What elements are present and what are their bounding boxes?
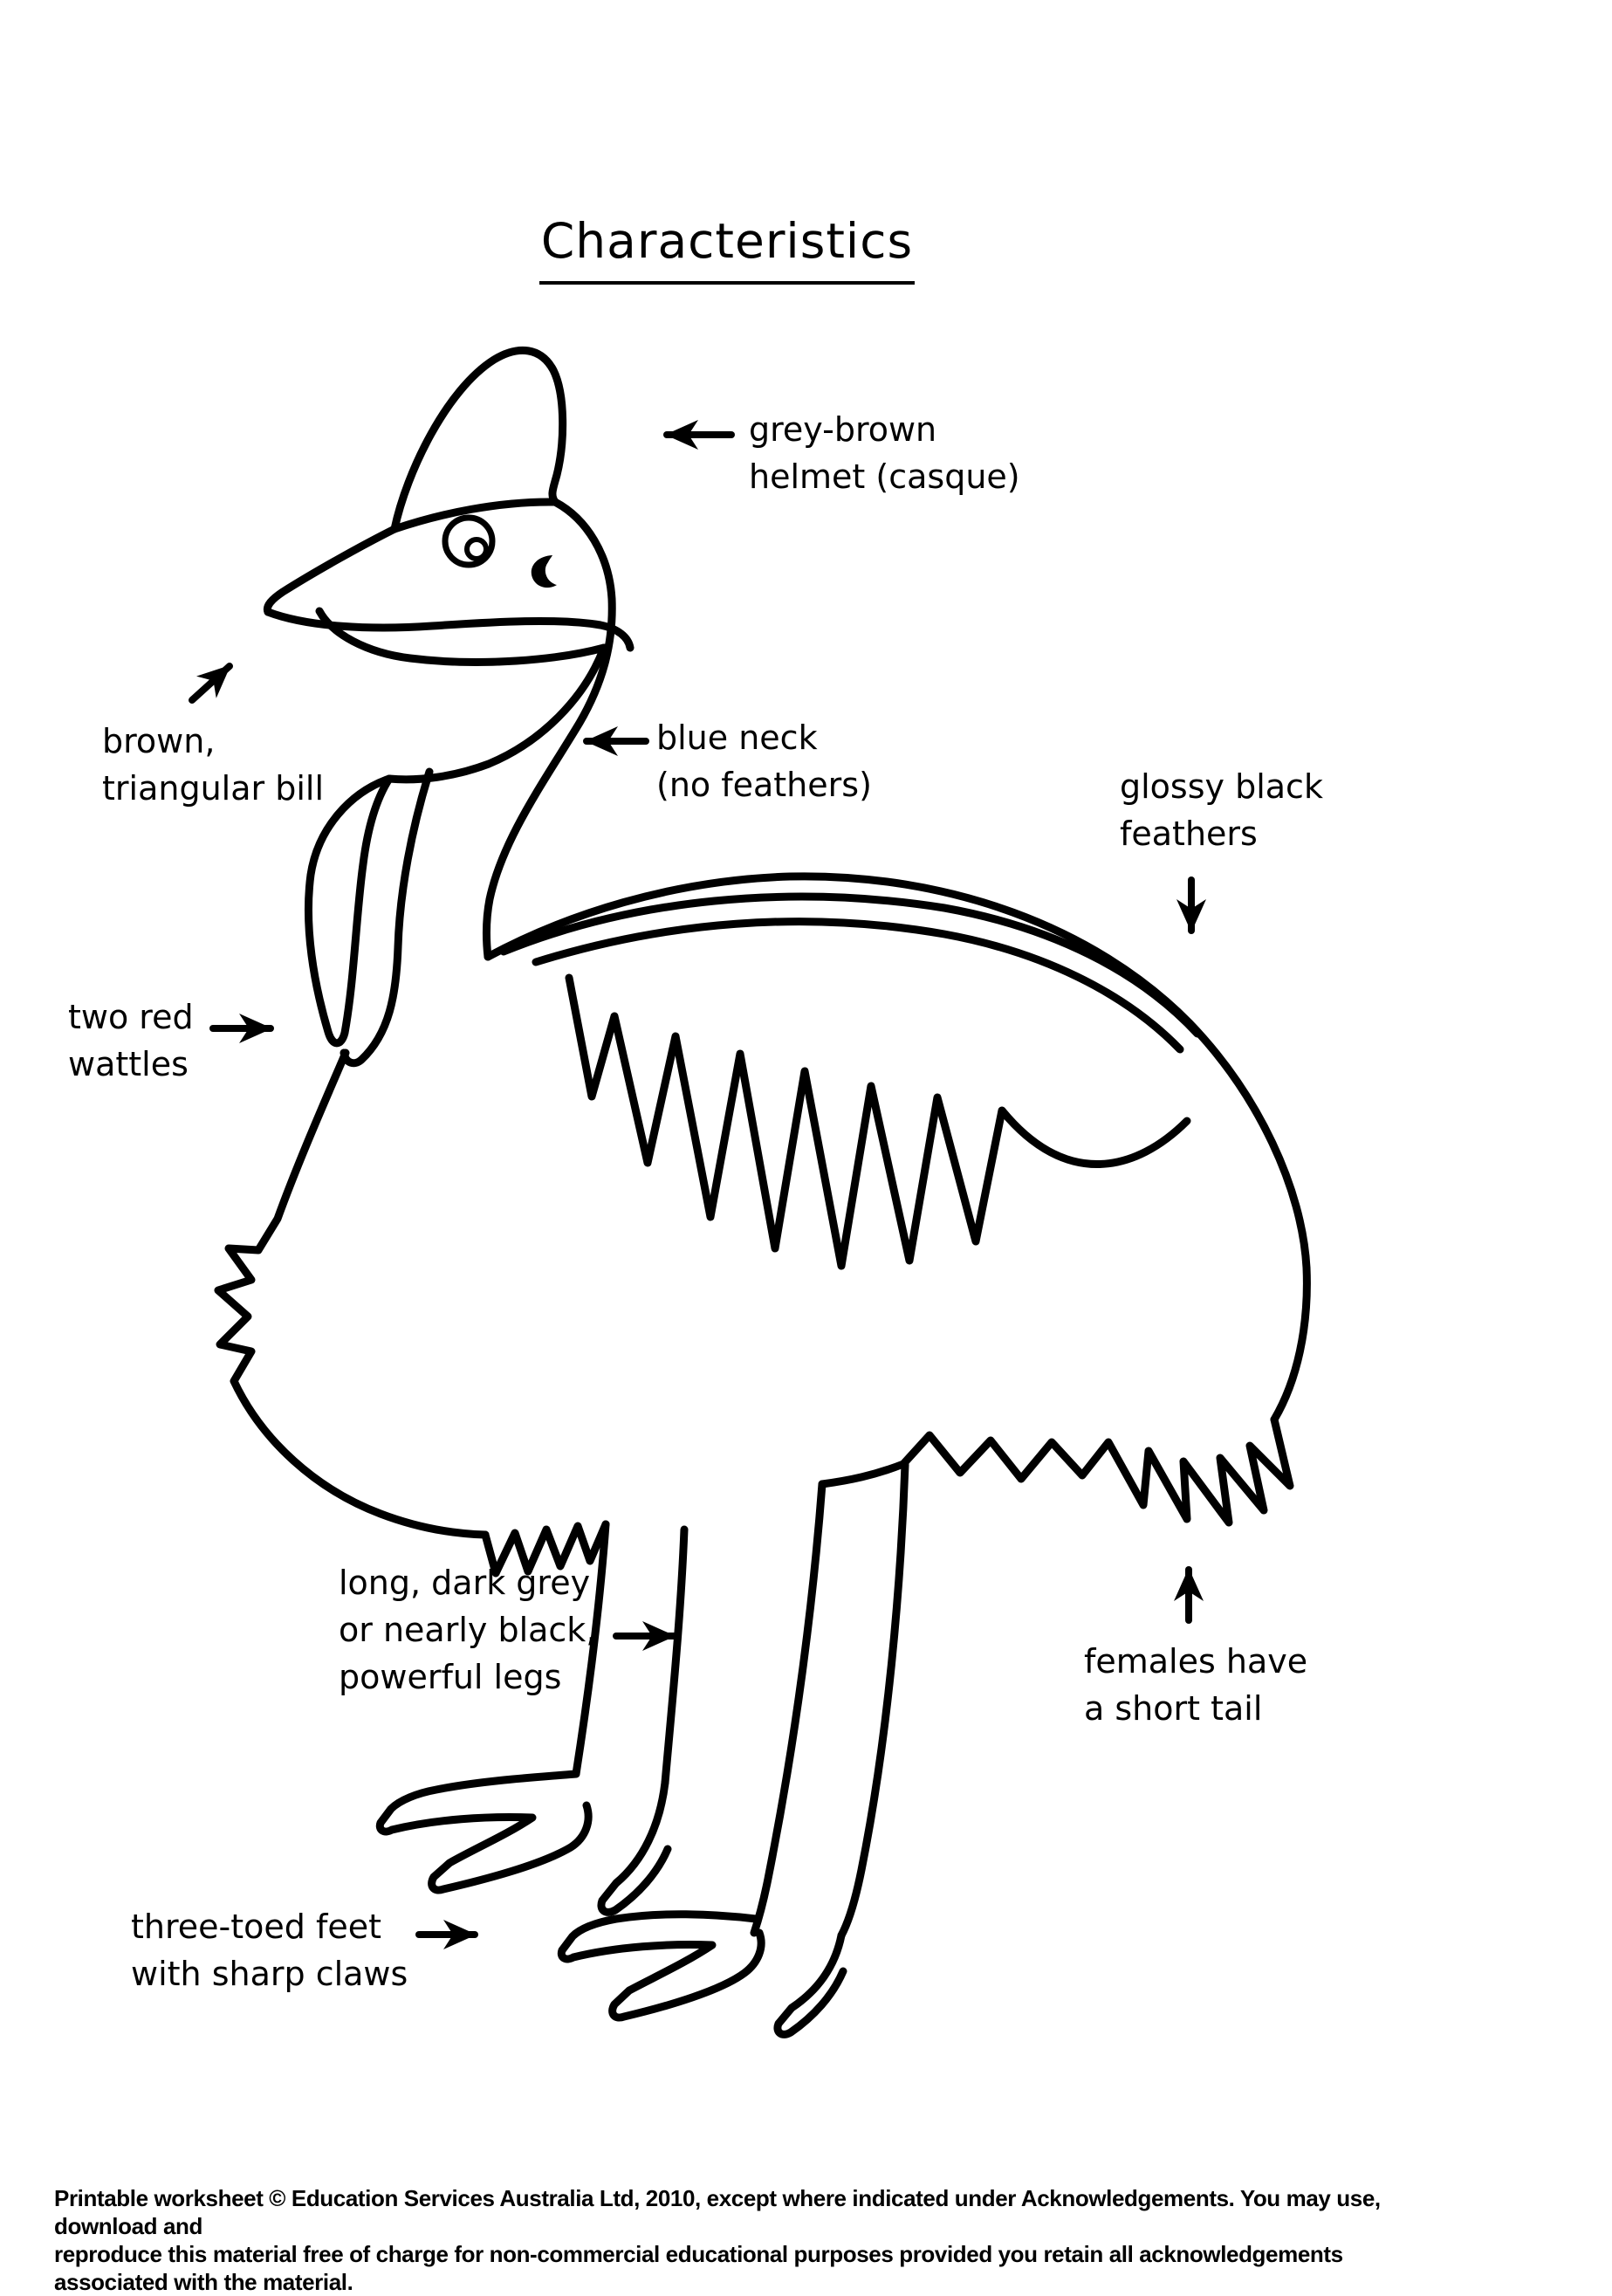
front-foot-heel-claw	[597, 1778, 672, 1916]
front-leg-outer	[572, 1520, 610, 1778]
head-neck-back	[482, 498, 616, 961]
casque-base-line	[390, 498, 559, 533]
eye-pupil-icon	[464, 537, 489, 561]
label-tail: females have a short tail	[1084, 1638, 1307, 1732]
label-wattles-line2: wattles	[68, 1045, 189, 1083]
label-wattles: two red wattles	[68, 993, 194, 1088]
wing-top-line-1	[499, 892, 1202, 1038]
label-neck-line2: (no feathers)	[656, 766, 872, 804]
head-details	[442, 514, 557, 588]
label-bill: brown, triangular bill	[102, 718, 324, 812]
label-feathers-line1: glossy black	[1120, 767, 1323, 806]
label-feathers: glossy black feathers	[1120, 763, 1323, 857]
label-neck: blue neck (no feathers)	[656, 714, 872, 808]
belly-fringe-between-legs	[481, 1520, 610, 1578]
bill-top	[263, 525, 399, 616]
label-legs-line2: or nearly black,	[339, 1611, 597, 1649]
neck-front	[385, 643, 608, 784]
back-leg-outer	[750, 1480, 827, 1937]
cassowary-outline	[214, 346, 1311, 2038]
label-feet-line2: with sharp claws	[131, 1955, 408, 1993]
label-legs-line1: long, dark grey	[339, 1564, 591, 1602]
footer-copyright: Printable worksheet © Education Services…	[54, 2184, 1433, 2296]
label-bill-line1: brown,	[102, 722, 216, 760]
eye-outer-icon	[442, 514, 496, 568]
label-neck-line1: blue neck	[656, 718, 818, 757]
wing-feather-spikes	[565, 973, 1191, 1270]
ear-crescent-icon	[531, 555, 557, 588]
casque-outline	[390, 346, 567, 533]
label-bill-line2: triangular bill	[102, 769, 324, 808]
back-foot-toes	[557, 1910, 765, 2022]
body-back-outline	[484, 872, 1311, 1424]
front-leg-inner	[661, 1525, 689, 1787]
back-leg-inner	[837, 1461, 909, 1940]
label-tail-line1: females have	[1084, 1642, 1308, 1681]
annotation-arrows	[189, 420, 1206, 1949]
back-foot-heel-claw	[773, 1931, 847, 2038]
label-legs-line3: powerful legs	[339, 1658, 562, 1696]
wattle-front	[304, 774, 394, 1048]
tail-fringe	[818, 1415, 1294, 1527]
footer-line2: reproduce this material free of charge f…	[54, 2241, 1343, 2295]
bill-chin-line	[315, 607, 608, 666]
label-wattles-line1: two red	[68, 998, 194, 1036]
label-legs: long, dark grey or nearly black, powerfu…	[339, 1559, 596, 1701]
label-helmet-line1: grey-brown	[749, 410, 937, 449]
label-feet: three-toed feet with sharp claws	[131, 1903, 408, 1997]
front-foot-toes	[375, 1770, 593, 1894]
label-tail-line2: a short tail	[1084, 1689, 1263, 1728]
arrow-bill-icon	[189, 663, 233, 704]
wattle-back	[340, 767, 434, 1068]
wing-top-line-2	[532, 918, 1184, 1054]
label-helmet: grey-brown helmet (casque)	[749, 406, 1020, 500]
footer-line1: Printable worksheet © Education Services…	[54, 2185, 1381, 2239]
label-helmet-line2: helmet (casque)	[749, 457, 1020, 496]
page-title: Characteristics	[539, 213, 915, 285]
chest-belly-fringe	[214, 1048, 490, 1539]
label-feet-line1: three-toed feet	[131, 1908, 382, 1946]
label-feathers-line2: feathers	[1120, 815, 1258, 853]
